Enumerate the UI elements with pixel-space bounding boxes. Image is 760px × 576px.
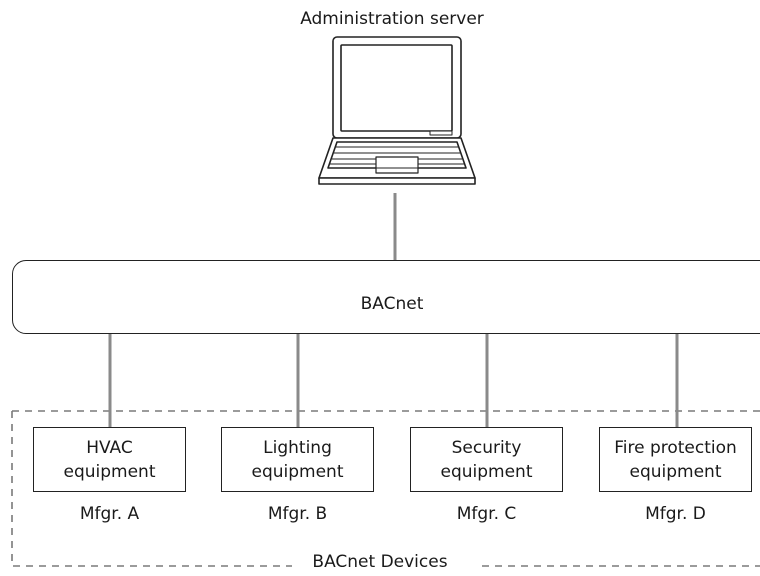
device-manufacturer: Mfgr. B [267, 504, 328, 524]
device-name: HVAC equipment [63, 437, 156, 482]
server-label: Administration server [300, 9, 484, 29]
device-name: Security equipment [440, 437, 533, 482]
device-box-lighting: Lighting equipment [221, 427, 374, 492]
bacnet-bus-label: BACnet [360, 294, 424, 314]
device-group-label-wrap: BACnet Devices [0, 551, 760, 573]
bacnet-bus [12, 260, 760, 334]
device-box-fire-protection: Fire protection equipment [599, 427, 752, 492]
device-group-boundary [11, 410, 760, 567]
device-name: Fire protection equipment [614, 437, 737, 482]
device-box-hvac: HVAC equipment [33, 427, 186, 492]
device-group-label: BACnet Devices [304, 552, 456, 572]
device-box-security: Security equipment [410, 427, 563, 492]
device-manufacturer: Mfgr. A [79, 504, 140, 524]
device-manufacturer: Mfgr. C [456, 504, 517, 524]
device-manufacturer: Mfgr. D [645, 504, 706, 524]
laptop-icon [318, 36, 476, 185]
device-name: Lighting equipment [251, 437, 344, 482]
